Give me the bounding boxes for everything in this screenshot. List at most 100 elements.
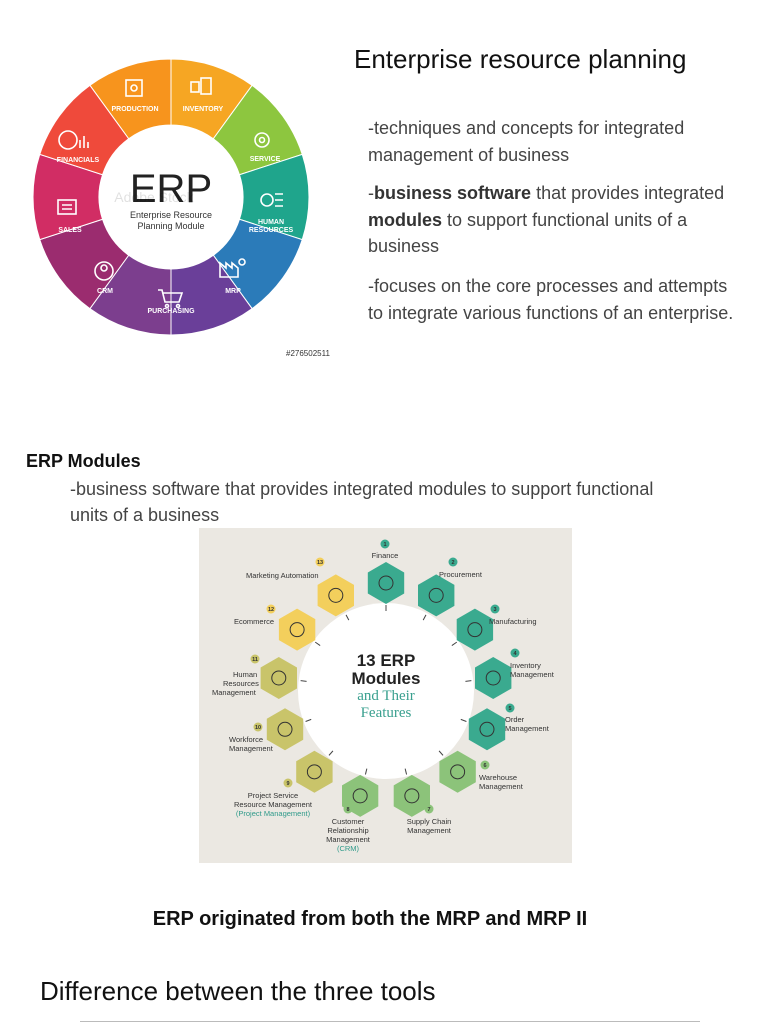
svg-text:9: 9 (286, 781, 289, 787)
module-icon (277, 721, 293, 737)
svg-text:Supply Chain: Supply Chain (407, 817, 452, 826)
bullet2-suffix: to support functional units of a busines… (368, 209, 688, 257)
erp-modules-figure: 13 ERP Modules and Their Features 1 Fina… (199, 528, 572, 863)
svg-text:Warehouse: Warehouse (479, 773, 517, 782)
module-icon (404, 788, 420, 804)
svg-text:Project Service: Project Service (248, 791, 298, 800)
svg-text:8: 8 (346, 807, 349, 813)
connector-line (314, 641, 321, 646)
svg-text:(Project Management): (Project Management) (236, 809, 311, 818)
svg-text:5: 5 (508, 706, 511, 712)
figure-title-3: and Their (357, 688, 415, 704)
page-title: Enterprise resource planning (354, 44, 687, 74)
svg-text:3: 3 (493, 607, 496, 613)
segment-label-purchasing: PURCHASING (147, 308, 195, 315)
module-icon (479, 721, 495, 737)
bullet-techniques: -techniques and concepts for integrated … (368, 118, 685, 165)
svg-text:Management: Management (407, 826, 452, 835)
module-warehouse: 6 Warehouse Management (479, 760, 524, 791)
mrp-icon (219, 258, 246, 278)
erp-wheel-graphic: ERP Enterprise Resource Planning Module … (32, 58, 310, 336)
inventory-icon (190, 77, 212, 95)
svg-text:1: 1 (383, 542, 386, 548)
module-icon (450, 764, 466, 780)
bullet-core-processes: -focuses on the core processes and attem… (368, 276, 734, 323)
module-hexagon (260, 657, 297, 699)
figure-title-2: Modules (352, 669, 421, 688)
connector-line (300, 680, 307, 682)
module-hexagon (278, 608, 316, 651)
segment-label-mrp: MRP (225, 288, 241, 295)
bullet2-bold-business-software: business software (374, 183, 532, 203)
connector-line (345, 614, 350, 621)
module-finance: 1 Finance (372, 539, 398, 560)
connector-line (422, 614, 427, 621)
bullet-business-software: -business software that provides integra… (368, 180, 738, 260)
wheel-center-title: ERP (130, 167, 212, 211)
stock-image-id: #276502511 (286, 349, 330, 358)
module-hexagon (468, 708, 506, 751)
module-ecommerce: 12 Ecommerce (234, 604, 276, 626)
connector-line (328, 750, 334, 756)
bullet2-bold-modules: modules (368, 209, 443, 230)
section-heading-erp-modules: ERP Modules (26, 451, 141, 471)
divider (80, 1021, 700, 1022)
svg-text:Procurement: Procurement (439, 570, 483, 579)
module-hexagon (475, 657, 512, 699)
financials-icon (58, 130, 89, 150)
module-icon (467, 622, 483, 638)
figure-title-4: Features (361, 705, 412, 721)
module-icon (352, 788, 368, 804)
svg-text:Management: Management (212, 688, 257, 697)
svg-text:12: 12 (268, 607, 274, 613)
erp-origin-statement: ERP originated from both the MRP and MRP… (152, 908, 588, 930)
erp-wheel-image: ERP Enterprise Resource Planning Module … (30, 52, 312, 342)
module-supply-chain: 7 Supply Chain Management (407, 804, 452, 835)
module-hexagon (317, 574, 354, 617)
svg-text:2: 2 (451, 560, 454, 566)
sales-icon (57, 199, 77, 215)
bullet2-middle: that provides integrated (531, 183, 725, 203)
svg-text:Manufacturing: Manufacturing (489, 617, 537, 626)
svg-text:Management: Management (326, 835, 371, 844)
svg-text:Customer: Customer (332, 817, 365, 826)
module-crm: 8 Customer Relationship Management (CRM) (326, 804, 371, 853)
svg-text:13: 13 (317, 560, 323, 566)
svg-text:Inventory: Inventory (510, 661, 541, 670)
svg-text:6: 6 (483, 763, 486, 769)
module-icon (271, 670, 287, 686)
module-icon (378, 575, 394, 591)
module-hexagon (439, 750, 476, 793)
purchasing-icon (158, 289, 184, 309)
connector-line (465, 680, 472, 682)
module-order: 5 Order Management (505, 703, 550, 733)
module-workforce: 10 Workforce Management (229, 722, 274, 753)
module-procurement: 2 Procurement (439, 557, 483, 579)
module-icon (289, 622, 305, 638)
svg-text:Ecommerce: Ecommerce (234, 617, 274, 626)
segment-label-sales: SALES (58, 227, 82, 234)
module-icon (306, 764, 322, 780)
module-icon (485, 670, 501, 686)
segment-label-inventory: INVENTORY (183, 106, 224, 113)
module-icon (328, 587, 344, 603)
module-hexagon (266, 708, 304, 751)
module-icon (428, 587, 444, 603)
module-manufacturing: 3 Manufacturing (489, 604, 537, 626)
svg-text:10: 10 (255, 725, 261, 731)
svg-text:Human: Human (233, 670, 257, 679)
module-hexagon (296, 750, 333, 793)
svg-text:Management: Management (479, 782, 524, 791)
svg-text:Management: Management (505, 724, 550, 733)
segment-label-financials: FINANCIALS (57, 157, 100, 164)
watermark: Adobe Stock (114, 189, 194, 205)
wheel-center-line2: Planning Module (137, 221, 204, 231)
connector-line (460, 718, 467, 722)
erp-modules-graphic: 13 ERP Modules and Their Features 1 Fina… (212, 539, 555, 853)
service-icon (254, 132, 270, 148)
svg-text:Resources: Resources (223, 679, 259, 688)
module-inventory: 4 Inventory Management (510, 648, 555, 679)
connector-line (438, 750, 444, 756)
section-description: -business software that provides integra… (70, 479, 654, 525)
module-hexagon (367, 562, 405, 604)
